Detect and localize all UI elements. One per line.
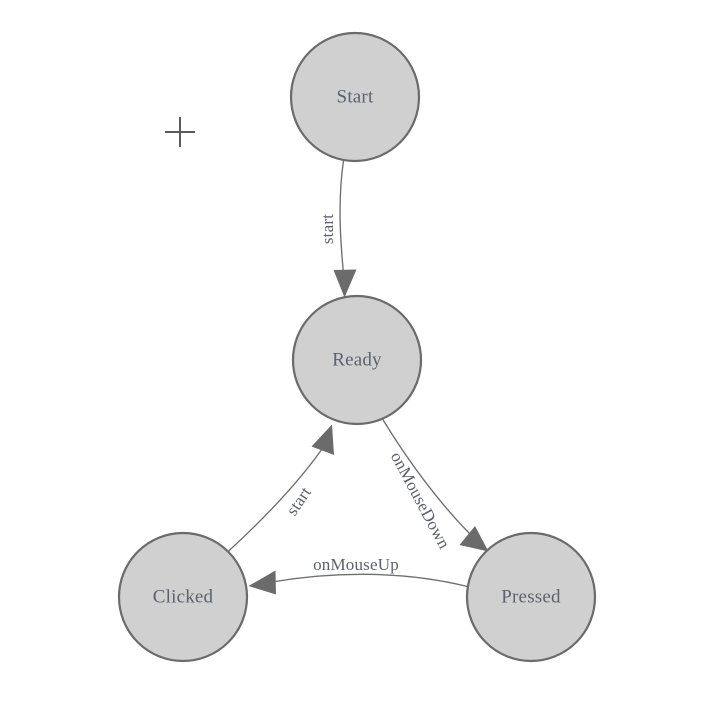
edge-label-start-to-ready: start	[318, 214, 337, 244]
node-ready[interactable]: Ready	[291, 294, 423, 426]
node-start-label: Start	[337, 86, 374, 107]
node-ready-circle[interactable]	[291, 294, 423, 426]
node-pressed-label: Pressed	[501, 586, 561, 607]
node-ready-label: Ready	[332, 349, 382, 370]
edge-label-clicked-to-ready: start	[282, 483, 315, 519]
edge-path-clicked-to-ready[interactable]	[226, 443, 327, 554]
edge-path-pressed-to-clicked[interactable]	[271, 573, 469, 588]
arrowhead-clicked-to-ready	[311, 424, 334, 455]
node-clicked-circle[interactable]	[117, 531, 249, 663]
edge-ready-to-pressed[interactable]: onMouseDown	[381, 418, 489, 553]
edge-path-start-to-ready[interactable]	[339, 159, 346, 286]
node-pressed-circle[interactable]	[465, 531, 597, 663]
node-start-circle[interactable]	[289, 31, 421, 163]
edge-path-ready-to-pressed[interactable]	[381, 418, 480, 544]
node-clicked[interactable]: Clicked	[117, 531, 249, 663]
edge-label-pressed-to-clicked: onMouseUp	[313, 555, 399, 574]
edge-start-to-ready[interactable]: start	[318, 159, 357, 298]
edge-pressed-to-clicked[interactable]: onMouseUp	[248, 555, 469, 595]
edge-label-ready-to-pressed: onMouseDown	[387, 449, 454, 553]
arrowhead-start-to-ready	[333, 269, 357, 298]
edge-clicked-to-ready[interactable]: start	[226, 424, 334, 554]
arrowhead-ready-to-pressed	[459, 526, 489, 552]
arrowhead-pressed-to-clicked	[248, 570, 276, 595]
plus-marker-icon	[165, 117, 195, 147]
node-clicked-label: Clicked	[153, 586, 214, 607]
node-pressed[interactable]: Pressed	[465, 531, 597, 663]
node-start[interactable]: Start	[289, 31, 421, 163]
